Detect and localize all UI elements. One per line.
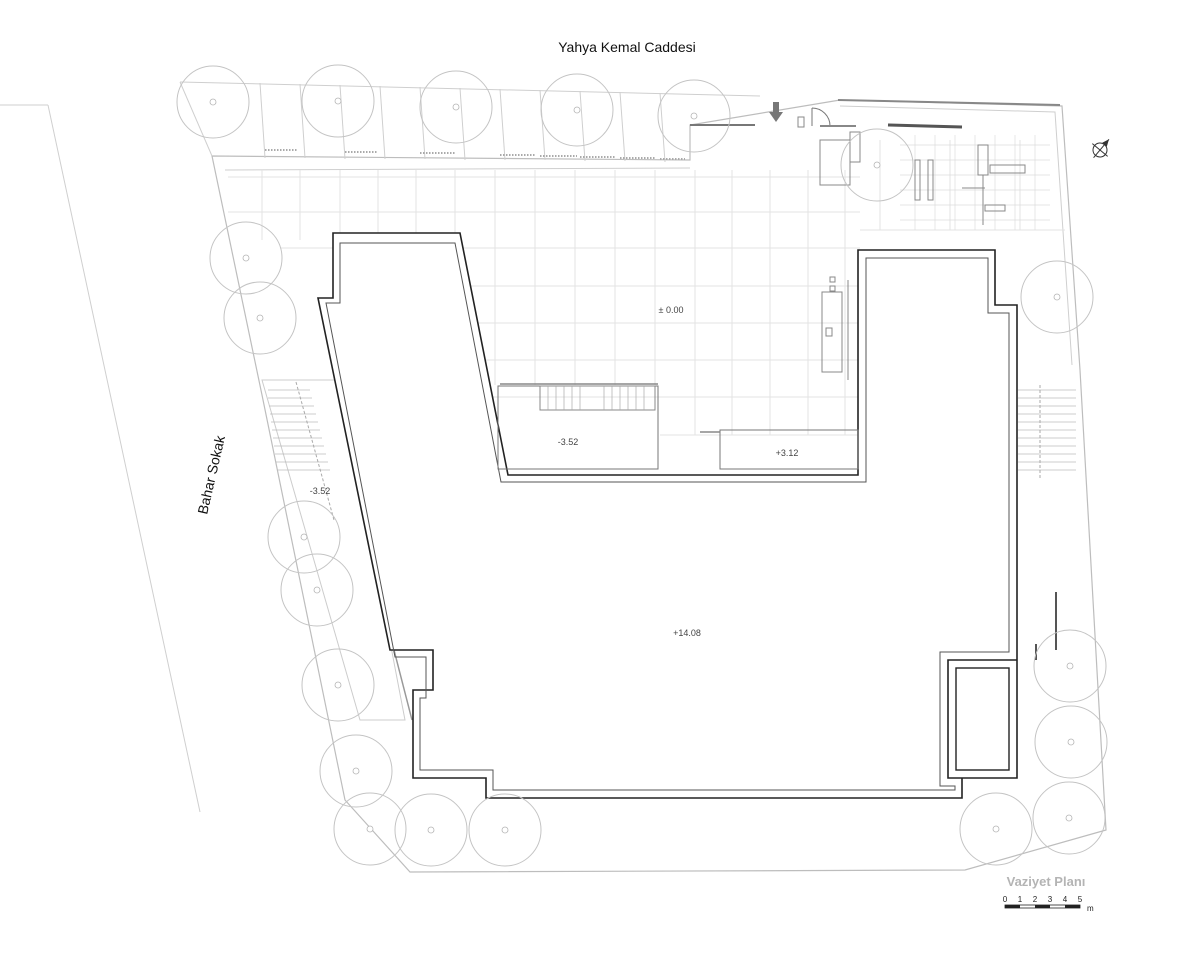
west-ramp-stairs <box>261 379 413 721</box>
scale-tick-0: 0 <box>1003 895 1008 904</box>
scale-bar <box>1004 904 1081 909</box>
elevation-terrace-right: +3.12 <box>776 448 799 458</box>
sunken-court-left <box>497 383 659 470</box>
tree-s1 <box>333 792 407 866</box>
east-ramp-stairs <box>1018 385 1076 660</box>
elevation-courtyard: ± 0.00 <box>659 305 684 315</box>
elevation-roof: +14.08 <box>673 628 701 638</box>
playground-area <box>900 135 1050 230</box>
tree-n4 <box>540 73 614 147</box>
parcel-boundary <box>211 99 1107 873</box>
west-street-edge <box>0 104 201 813</box>
scale-unit: m <box>1087 904 1094 913</box>
tree-s4 <box>959 792 1033 866</box>
building-footprint <box>317 232 1018 799</box>
tree-e2 <box>1033 629 1107 703</box>
elevation-sunken-left: -3.52 <box>558 437 579 447</box>
parking-bays <box>179 81 761 163</box>
tree-n2 <box>301 64 375 138</box>
tree-n3 <box>419 70 493 144</box>
scale-tick-5: 5 <box>1078 895 1083 904</box>
tree-s2 <box>394 793 468 867</box>
tree-w4 <box>280 553 354 627</box>
courtyard-counter <box>821 276 849 380</box>
tree-s5 <box>1032 781 1106 855</box>
tree-w2 <box>223 281 297 355</box>
scale-tick-2: 2 <box>1033 895 1038 904</box>
plan-title: Vaziyet Planı <box>1007 874 1086 889</box>
elevation-side-ramp: -3.52 <box>310 486 331 496</box>
street-label-north: Yahya Kemal Caddesi <box>558 39 695 55</box>
tree-s3 <box>468 793 542 867</box>
tree-e3 <box>1034 705 1108 779</box>
street-label-west: Bahar Sokak <box>194 433 228 516</box>
tree-n6 <box>840 128 914 202</box>
entrance-arrow-icon <box>769 102 783 122</box>
main-entrance <box>690 99 1061 186</box>
tree-w6 <box>319 734 393 808</box>
tree-n5 <box>657 79 731 153</box>
tree-e1 <box>1020 260 1094 334</box>
terrace-right <box>700 429 859 470</box>
scale-tick-4: 4 <box>1063 895 1068 904</box>
tree-w3 <box>267 500 341 574</box>
tree-n1 <box>176 65 250 139</box>
scale-tick-1: 1 <box>1018 895 1023 904</box>
scale-tick-3: 3 <box>1048 895 1053 904</box>
north-arrow-icon <box>1092 138 1110 158</box>
tree-w5 <box>301 648 375 722</box>
tree-w1 <box>209 221 283 295</box>
plan-legend: Vaziyet Planı 0 1 2 3 4 5 m <box>1003 874 1094 913</box>
